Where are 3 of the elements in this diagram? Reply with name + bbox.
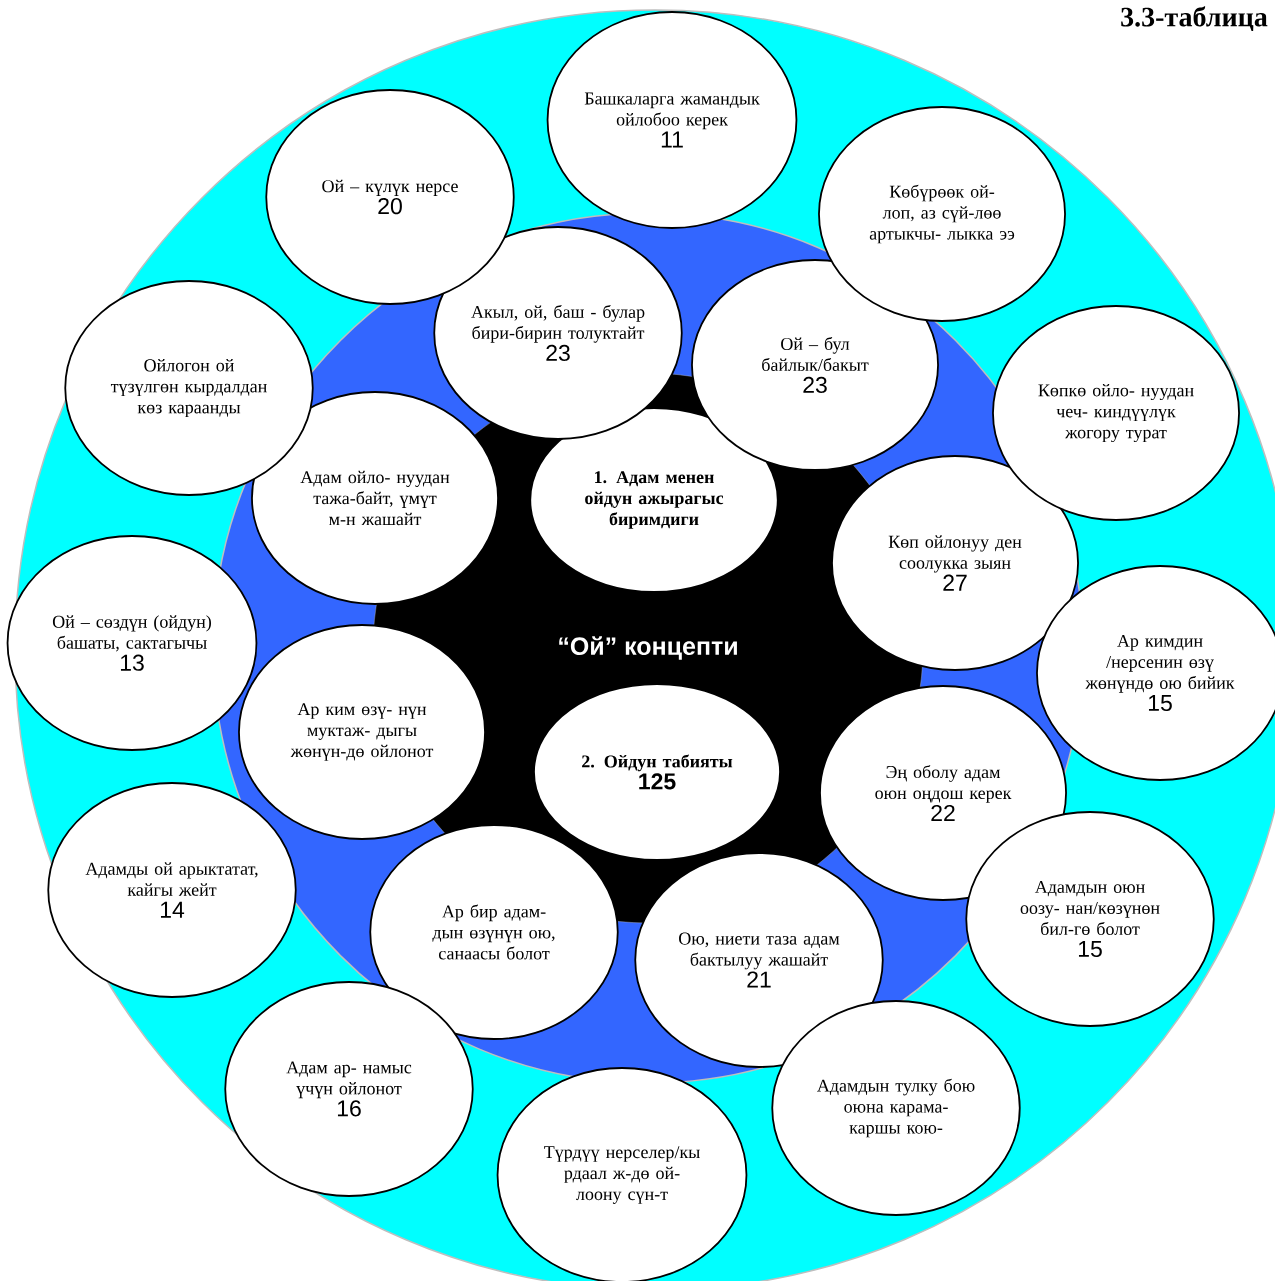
table-title: 3.3-таблица xyxy=(1121,6,1268,32)
node-label: 15 xyxy=(1148,695,1172,712)
node-label: Ар кимдин /нерсенин өзү жөнүндө ою бийик xyxy=(1085,634,1235,693)
